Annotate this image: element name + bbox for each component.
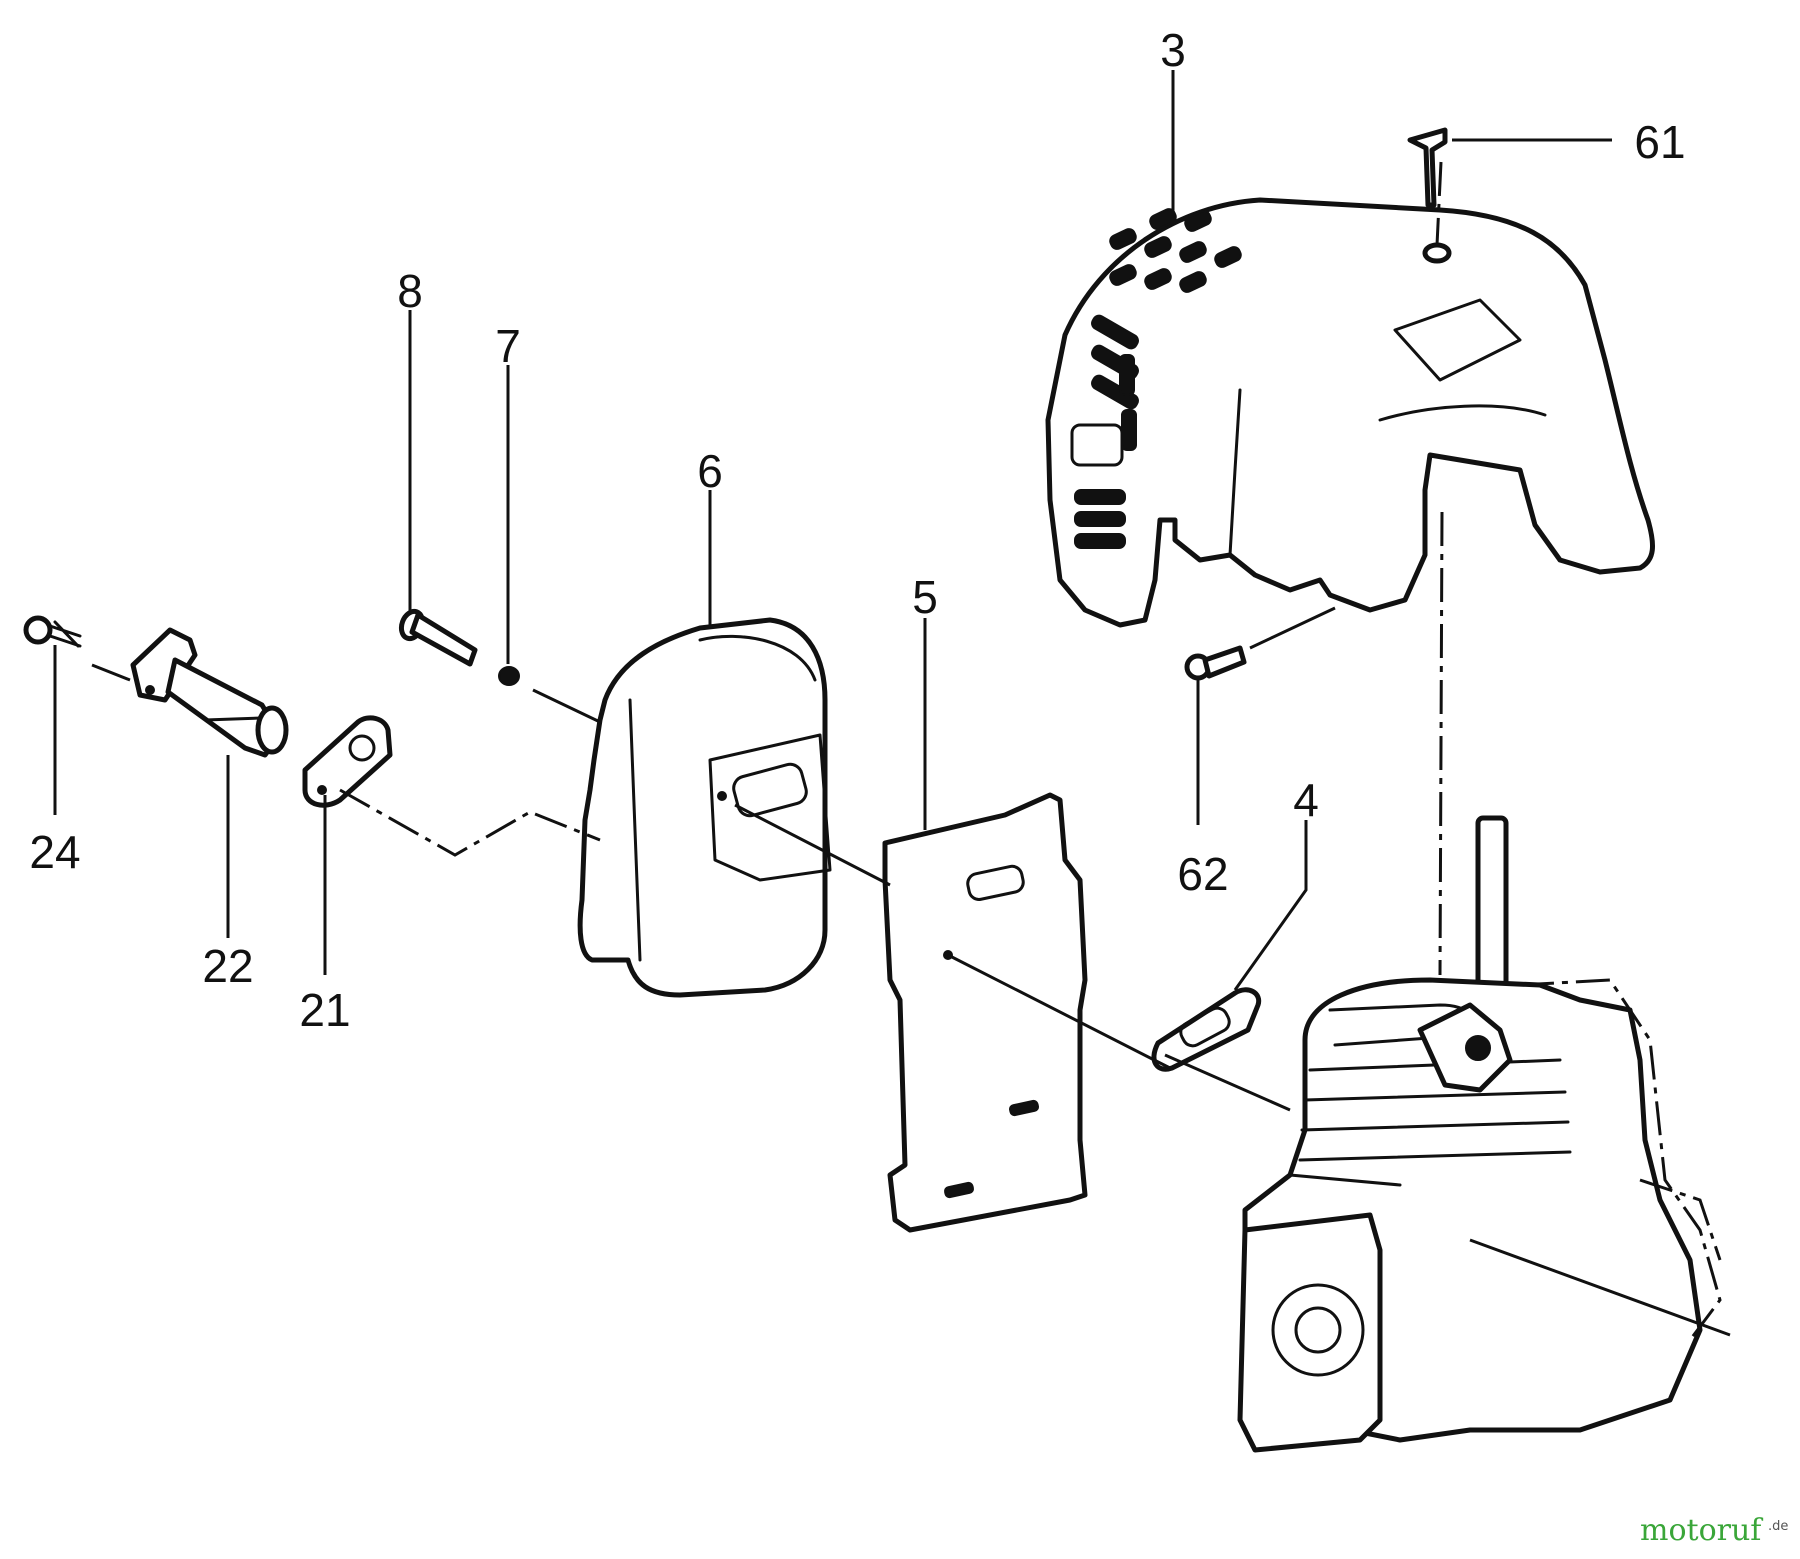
assembly-lines — [91, 161, 1731, 1337]
callout-5: 5 — [912, 571, 938, 623]
callout-21: 21 — [299, 984, 350, 1036]
callout-22: 22 — [202, 940, 253, 992]
part-62-screw — [1184, 645, 1247, 681]
watermark-logo-text: motoruf — [1640, 1513, 1763, 1548]
callout-62: 62 — [1177, 848, 1228, 900]
part-24-bolt — [23, 615, 82, 648]
part-22-exhaust-pipe — [130, 627, 289, 758]
cover-vent-slots — [1070, 208, 1242, 549]
engine-cylinder-block — [1237, 815, 1722, 1453]
callout-6: 6 — [697, 445, 723, 497]
part-7-washer — [498, 666, 520, 686]
part-6-muffler — [577, 617, 832, 998]
leader-lines — [53, 70, 1612, 991]
part-21-gasket — [302, 715, 393, 808]
watermark-logo: motoruf .de — [1640, 1513, 1788, 1548]
callout-24: 24 — [29, 826, 80, 878]
part-3-engine-cover — [1045, 197, 1655, 628]
callout-8: 8 — [397, 265, 423, 317]
watermark-domain-suffix: .de — [1768, 1519, 1788, 1534]
part-5-shield-plate — [882, 792, 1088, 1233]
callout-3: 3 — [1160, 24, 1186, 76]
callout-4: 4 — [1293, 774, 1319, 826]
callout-labels: 3 61 8 7 6 5 4 62 24 22 21 — [29, 24, 1685, 1036]
part-61-screw — [1407, 127, 1452, 264]
callout-7: 7 — [495, 320, 521, 372]
part-8-bolt — [398, 608, 478, 667]
callout-61: 61 — [1634, 116, 1685, 168]
